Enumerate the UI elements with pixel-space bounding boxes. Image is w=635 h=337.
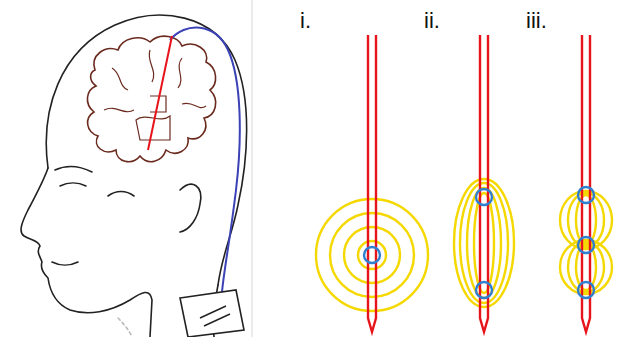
panel-label: ii. xyxy=(424,10,440,32)
mouth xyxy=(52,262,78,265)
eye-left xyxy=(60,183,86,186)
skull-outline xyxy=(46,15,246,285)
brain-outline xyxy=(87,36,215,161)
brain-folds xyxy=(104,50,206,140)
lead-wire xyxy=(170,28,240,292)
electrode-i xyxy=(316,35,428,332)
ear xyxy=(180,184,201,232)
electrode-ii xyxy=(454,35,514,332)
brain-electrode xyxy=(148,36,172,150)
head-drawing xyxy=(21,15,247,337)
electrode-iii xyxy=(560,35,612,332)
stimulator-marks xyxy=(200,306,230,326)
panel-divider xyxy=(252,0,253,337)
brow xyxy=(55,166,92,172)
stimulator-box xyxy=(180,290,244,337)
face-outline xyxy=(21,168,152,337)
eye-right xyxy=(108,192,134,197)
panel-label: iii. xyxy=(526,10,547,32)
collar xyxy=(118,318,132,337)
panel-label: i. xyxy=(300,10,311,32)
